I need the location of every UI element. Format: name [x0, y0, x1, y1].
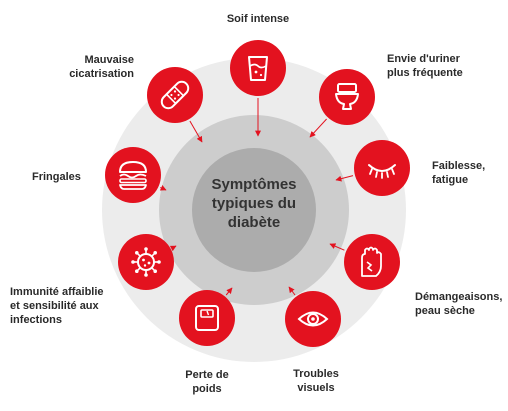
arrow-immunite	[169, 245, 177, 252]
arrow-fringales	[159, 185, 167, 191]
arrow-poids	[225, 287, 233, 296]
arrow-uriner	[309, 118, 327, 138]
label-fringales: Fringales	[32, 171, 81, 183]
node-cicatrisation	[147, 67, 203, 123]
node-circle	[230, 40, 286, 96]
toilet-icon	[335, 83, 359, 110]
node-circle	[147, 67, 203, 123]
arrow-fatigue	[335, 175, 354, 182]
label-poids: Perte de poids	[185, 369, 229, 395]
node-poids	[179, 290, 235, 346]
label-immunite: Immunité affaiblie et sensibilité aux in…	[10, 286, 104, 326]
inner-circle	[192, 148, 316, 272]
node-fatigue	[354, 140, 410, 196]
scale-icon	[195, 305, 219, 331]
eye-icon	[297, 311, 329, 327]
node-demangeaisons	[344, 234, 400, 290]
node-fringales	[105, 147, 161, 203]
nodes-group	[105, 40, 410, 347]
arrow-cicatrisation	[189, 120, 203, 143]
node-circle	[354, 140, 410, 196]
node-circle	[179, 290, 235, 346]
node-soif	[230, 40, 286, 96]
label-visuels: Troubles visuels	[293, 368, 339, 394]
virus-icon	[131, 247, 161, 277]
closed-eye-icon	[368, 164, 396, 179]
arrows-group	[159, 98, 354, 296]
burger-icon	[119, 161, 147, 190]
node-circle	[105, 147, 161, 203]
node-immunite	[118, 234, 174, 290]
center-title: Symptômes typiques du diabète	[211, 176, 297, 231]
label-fatigue: Faiblesse, fatigue	[432, 160, 486, 186]
water-glass-icon	[248, 56, 268, 81]
arrow-demangeaisons	[329, 243, 345, 251]
arrow-visuels	[288, 286, 296, 296]
label-cicatrisation: Mauvaise cicatrisation	[69, 54, 134, 80]
node-visuels	[285, 291, 341, 347]
node-uriner	[319, 69, 375, 125]
node-circle	[319, 69, 375, 125]
label-soif: Soif intense	[226, 13, 290, 25]
itchy-hand-icon	[361, 246, 382, 277]
label-demangeaisons: Démangeaisons, peau sèche	[415, 291, 503, 317]
node-circle	[344, 234, 400, 290]
node-circle	[118, 234, 174, 290]
bandage-icon	[160, 80, 190, 110]
label-uriner: Envie d'uriner plus fréquente	[387, 53, 463, 79]
